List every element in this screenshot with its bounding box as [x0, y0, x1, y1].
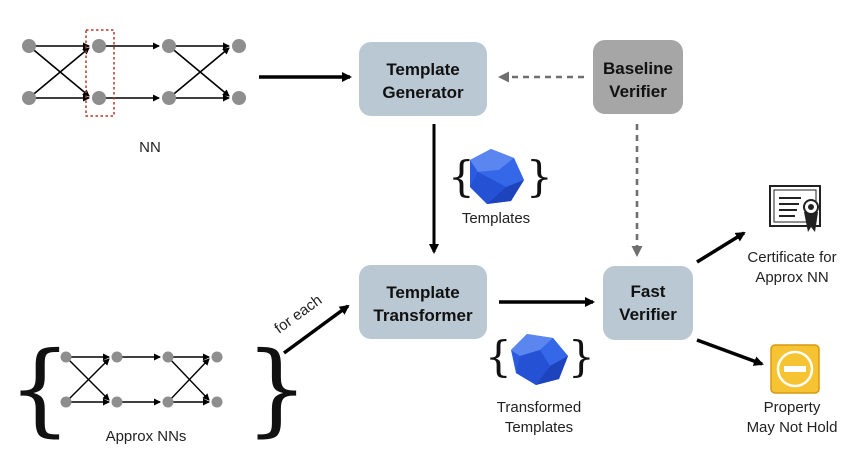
template-transformer-label-line1: Template — [386, 283, 459, 302]
transformed-polyhedron-icon — [511, 334, 568, 385]
approx-left-brace-icon: { — [8, 330, 72, 447]
approx-nn-network — [60, 351, 223, 408]
nn-network — [22, 29, 246, 117]
highlighted-layer-box — [85, 29, 115, 117]
templates-label: Templates — [462, 210, 530, 227]
arrow-to-certificate — [696, 231, 746, 264]
arrow-to-property — [696, 338, 764, 366]
transformed-right-brace-icon: } — [568, 332, 595, 381]
baseline-verifier-box: Baseline Verifier — [593, 40, 683, 114]
approx-right-brace-icon: } — [245, 330, 309, 447]
certificate-label-line1: Certificate for — [747, 249, 836, 266]
fast-verifier-label-line1: Fast — [631, 282, 666, 301]
nn-label: NN — [139, 139, 161, 156]
transformed-left-brace-icon: { — [485, 332, 512, 381]
property-label-line1: Property — [764, 399, 821, 416]
approx-nns-label: Approx NNs — [106, 428, 187, 445]
template-generator-box: Template Generator — [359, 42, 487, 116]
template-transformer-label-line2: Transformer — [373, 306, 473, 325]
template-transformer-box: Template Transformer — [359, 265, 487, 339]
approx-nn-edges — [65, 353, 210, 406]
property-label-line2: May Not Hold — [747, 419, 838, 436]
transformed-label-line1: Transformed — [497, 399, 581, 416]
templates-right-brace-icon: } — [526, 152, 553, 201]
certificate-icon — [769, 185, 821, 232]
template-generator-label-line1: Template — [386, 60, 459, 79]
approx-nn-neurons — [60, 351, 223, 408]
nn-edges — [28, 42, 230, 102]
transformed-label-line2: Templates — [505, 419, 573, 436]
template-generator-label-line2: Generator — [382, 83, 464, 102]
baseline-verifier-label-line2: Verifier — [609, 82, 667, 101]
fast-verifier-box: Fast Verifier — [603, 266, 693, 340]
no-entry-icon — [770, 344, 820, 394]
arrow-approx-to-transformer — [282, 304, 350, 355]
polyhedron-icon — [470, 149, 524, 204]
fast-verifier-label-line2: Verifier — [619, 305, 677, 324]
baseline-verifier-label-line1: Baseline — [603, 59, 673, 78]
certificate-label-line2: Approx NN — [755, 269, 828, 286]
nn-neurons — [22, 39, 246, 105]
transformed-templates-group: { } — [485, 332, 595, 385]
templates-group: { } — [448, 149, 553, 204]
